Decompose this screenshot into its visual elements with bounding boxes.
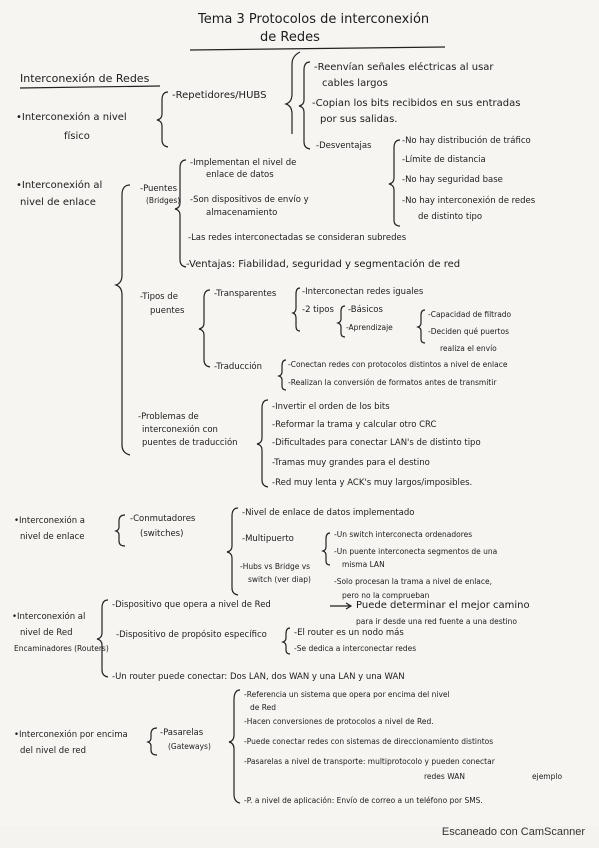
- s2-prob-item: -Dificultades para conectar LAN's de dis…: [272, 438, 481, 448]
- s3-item: -Multipuerto: [242, 534, 294, 544]
- s2-problemas: -Problemas de: [138, 412, 199, 422]
- s1-node: -Repetidores/HUBS: [172, 90, 267, 101]
- s5-item: de Red: [250, 703, 277, 712]
- s2-tipos-line2: puentes: [150, 306, 185, 316]
- s2-label-line1: •Interconexión al: [16, 180, 103, 191]
- s2-transp-item: -Capacidad de filtrado: [428, 310, 512, 319]
- s4-item: Puede determinar el mejor camino: [356, 600, 530, 611]
- s5-label-line2: del nivel de red: [20, 746, 87, 756]
- s2-puentes-item: -Ventajas: Fiabilidad, seguridad y segme…: [186, 259, 461, 270]
- s5-item: -Referencia un sistema que opera por enc…: [244, 690, 450, 699]
- s4-item: -Un router puede conectar: Dos LAN, dos …: [112, 672, 405, 682]
- s1-sub: -Desventajas: [316, 141, 372, 151]
- s2-transp-item: realiza el envío: [440, 344, 497, 353]
- s5-item: redes WAN: [424, 772, 465, 781]
- s1-item: -Copian los bits recibidos en sus entrad…: [312, 98, 521, 109]
- s2-label-line2: nivel de enlace: [20, 197, 96, 208]
- s1-sub-item: -No hay interconexión de redes: [402, 196, 536, 206]
- s2-prob-item: -Invertir el orden de los bits: [272, 402, 390, 412]
- s3-label-line2: nivel de enlace: [20, 532, 85, 542]
- s2-puentes-item: -Implementan el nivel de: [190, 158, 297, 168]
- s1-label-line2: físico: [64, 131, 90, 142]
- s1-sub-item: -No hay distribución de tráfico: [402, 136, 531, 146]
- s3-item: switch (ver diap): [248, 575, 311, 584]
- s5-label-line1: •Interconexión por encima: [14, 730, 128, 740]
- s2-trad-item: -Conectan redes con protocolos distintos…: [288, 360, 508, 369]
- s2-problemas-line2: interconexión con: [142, 425, 218, 435]
- s1-label-line1: •Interconexión a nivel: [16, 112, 127, 123]
- s2-trad-item: -Realizan la conversión de formatos ante…: [288, 378, 497, 387]
- s4-label-line2: nivel de Red: [20, 628, 73, 638]
- s3-item: -Nivel de enlace de datos implementado: [242, 508, 415, 518]
- scanned-notes-page: Tema 3 Protocolos de interconexión de Re…: [12, 12, 563, 805]
- s2-transp-item: -Deciden qué puertos: [428, 327, 509, 336]
- s1-sub-item: de distinto tipo: [418, 212, 483, 222]
- s3-item: misma LAN: [342, 560, 385, 569]
- s3-item: pero no la comprueban: [342, 591, 430, 600]
- s3-item: -Un switch interconecta ordenadores: [334, 530, 473, 539]
- s4-item: -Se dedica a interconectar redes: [294, 644, 417, 653]
- s2-prob-item: -Reformar la trama y calcular otro CRC: [272, 420, 437, 430]
- s3-node: -Conmutadores: [130, 514, 196, 524]
- s4-item: -Dispositivo que opera a nivel de Red: [112, 600, 271, 610]
- s2-transp-item: -Básicos: [348, 305, 383, 315]
- s2-problemas-line3: puentes de traducción: [142, 438, 238, 448]
- s2-puentes-item: -Son dispositivos de envío y: [190, 195, 309, 205]
- page-title-line1: Tema 3 Protocolos de interconexión: [198, 12, 430, 27]
- s5-node-line2: (Gateways): [168, 742, 211, 751]
- s4-label-line1: •Interconexión al: [12, 612, 86, 622]
- s3-node-line2: (switches): [140, 529, 184, 539]
- s2-prob-item: -Red muy lenta y ACK's muy largos/imposi…: [272, 478, 473, 488]
- s1-sub-item: -Límite de distancia: [402, 155, 486, 165]
- s5-item: -Puede conectar redes con sistemas de di…: [244, 737, 494, 746]
- s2-puentes-sub: (Bridges): [146, 196, 181, 205]
- s1-item: -Reenvían señales eléctricas al usar: [314, 62, 494, 73]
- s4-item: -El router es un nodo más: [294, 628, 404, 638]
- s4-item: -Dispositivo de propósito específico: [116, 630, 267, 640]
- s4-label-line3: Encaminadores (Routers): [14, 644, 109, 653]
- s2-transp-item: -Interconectan redes iguales: [302, 287, 424, 297]
- bracket-lines: [19, 46, 446, 804]
- s4-item: para ir desde una red fuente a una desti…: [356, 617, 517, 626]
- s2-traduccion: -Traducción: [214, 362, 263, 372]
- s3-label-line1: •Interconexión a: [14, 516, 86, 526]
- s2-puentes-item: -Las redes interconectadas se consideran…: [188, 233, 407, 243]
- s2-puentes-item: enlace de datos: [206, 170, 274, 180]
- s1-item: cables largos: [322, 78, 388, 89]
- scanner-watermark: Escaneado con CamScanner: [441, 826, 585, 838]
- s5-item: -Hacen conversiones de protocolos a nive…: [244, 717, 434, 726]
- s2-prob-item: -Tramas muy grandes para el destino: [272, 458, 430, 468]
- s2-puentes-item: almacenamiento: [206, 208, 278, 218]
- s5-item: -P. a nivel de aplicación: Envío de corr…: [244, 796, 483, 805]
- s2-transparentes: -Transparentes: [214, 289, 277, 299]
- s2-transp-item: -Aprendizaje: [346, 323, 393, 332]
- s5-item: ejemplo: [532, 772, 563, 781]
- s1-sub-item: -No hay seguridad base: [402, 175, 503, 185]
- section-heading: Interconexión de Redes: [20, 72, 150, 85]
- s3-item: -Un puente interconecta segmentos de una: [334, 547, 498, 556]
- s5-item: -Pasarelas a nivel de transporte: multip…: [244, 757, 495, 766]
- s3-item: -Solo procesan la trama a nivel de enlac…: [334, 577, 492, 586]
- s5-node: -Pasarelas: [160, 728, 204, 738]
- s2-tipos: -Tipos de: [140, 292, 178, 302]
- page-title-line2: de Redes: [260, 30, 320, 45]
- s2-puentes: -Puentes: [140, 184, 178, 194]
- s2-transp-item: -2 tipos: [302, 305, 334, 315]
- s3-item: -Hubs vs Bridge vs: [240, 562, 311, 571]
- s1-item: por sus salidas.: [320, 114, 398, 125]
